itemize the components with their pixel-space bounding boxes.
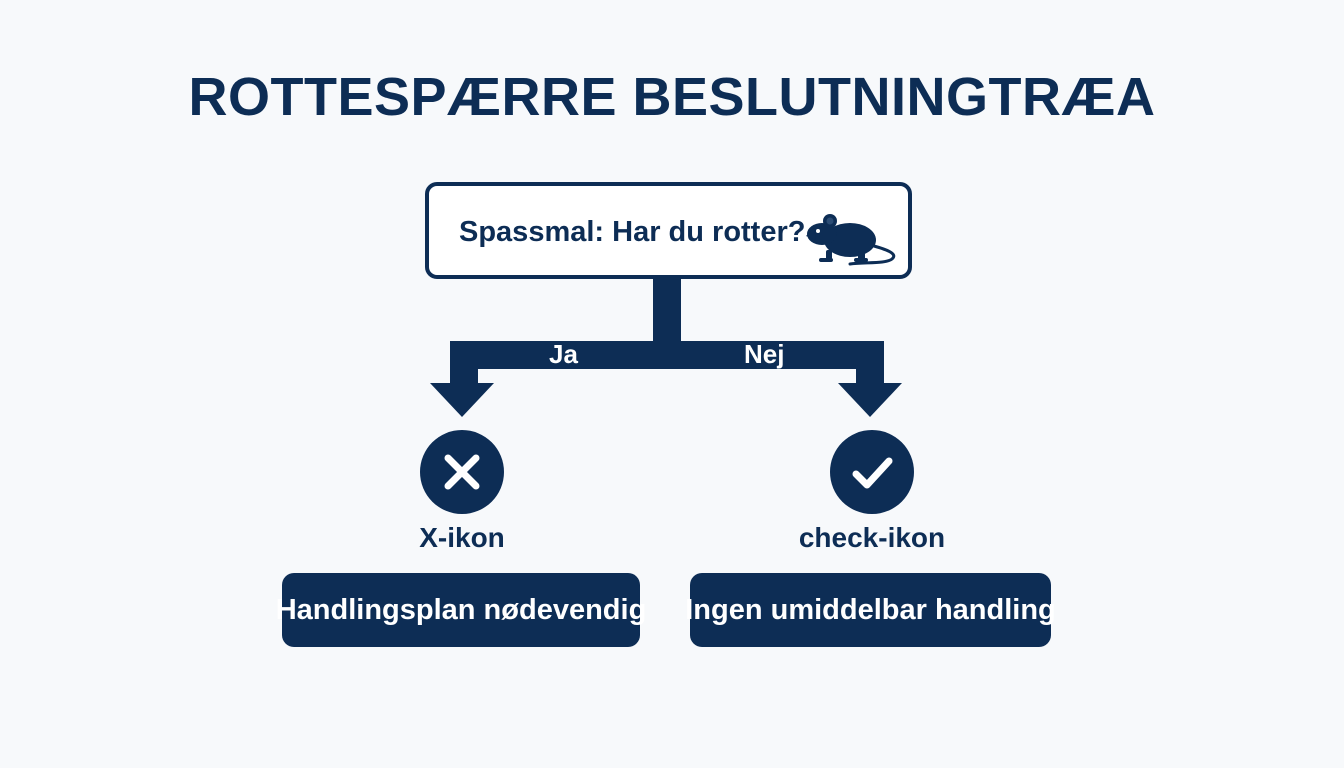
question-box: Spassmal: Har du rotter?	[425, 182, 912, 279]
left-arrowhead	[430, 383, 494, 417]
right-leg	[856, 341, 884, 385]
x-icon	[420, 430, 504, 514]
left-leg	[450, 341, 478, 385]
right-arrowhead	[838, 383, 902, 417]
diagram-title: ROTTESPÆRRE BESLUTNINGTRÆA	[188, 67, 1156, 127]
question-text: Spassmal: Har du rotter?	[459, 216, 806, 248]
no-branch-label: Nej	[744, 339, 785, 369]
yes-outcome-box: Handlingsplan nødevendig	[276, 573, 646, 647]
yes-branch-label: Ja	[549, 339, 578, 369]
x-icon-caption: X-ikon	[419, 522, 505, 553]
stem-line	[653, 279, 681, 343]
check-icon	[830, 430, 914, 514]
check-icon-caption: check-ikon	[798, 522, 946, 553]
rat-icon	[806, 214, 896, 266]
no-outcome-box: Ingen umiddelbar handling	[685, 573, 1056, 647]
branch-bar	[450, 341, 884, 369]
